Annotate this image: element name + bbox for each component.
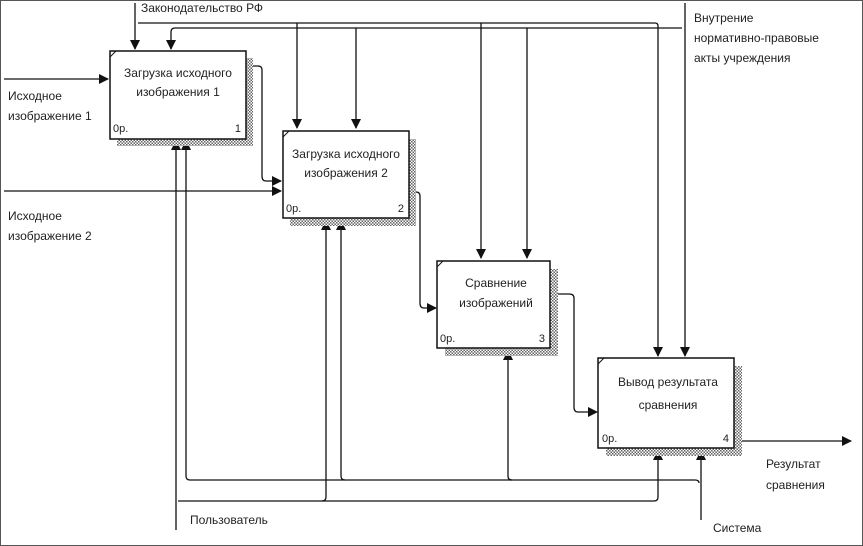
flow-block2-to-block3 — [410, 191, 437, 313]
block-number: 4 — [723, 433, 729, 445]
label-output-result-line-1: Результат — [766, 457, 821, 471]
block-corner-mark — [109, 50, 117, 58]
control-arrow-internal-acts — [166, 3, 690, 357]
label-output-result-line-2: сравнения — [766, 478, 825, 492]
label-control-legislation: Законодательство РФ — [141, 1, 263, 15]
block-box — [436, 260, 551, 349]
block-box — [109, 50, 247, 140]
block-title-line-2: сравнения — [639, 398, 698, 412]
block-title-line-1: Вывод результата — [618, 375, 718, 389]
label-control-internal-acts-line-1: Внутрение — [694, 11, 754, 25]
control-line-legislation-to-block4 — [138, 22, 663, 357]
label-input-image-1-line-1: Исходное — [8, 89, 62, 103]
mechanism-arrow-system — [181, 140, 706, 520]
block-cost: 0р. — [286, 203, 301, 215]
control-arrow-legislation — [130, 3, 663, 357]
block-corner-mark — [436, 260, 444, 268]
block-title-line-2: изображения 1 — [136, 85, 220, 99]
block-corner-mark — [597, 357, 605, 365]
label-control-internal-acts-line-2: нормативно-правовые — [694, 31, 819, 45]
mechanism-line-user-to-block2 — [178, 220, 331, 502]
block-title-line-2: изображений — [459, 296, 533, 310]
control-line-internal-acts-to-block1 — [166, 27, 682, 50]
block-number: 1 — [235, 123, 241, 135]
flow-block3-to-block4 — [551, 293, 598, 417]
activity-block-4[interactable]: Вывод результата сравнения 0р. 4 — [597, 357, 742, 456]
label-input-image-1-line-2: изображение 1 — [8, 109, 92, 123]
block-box — [597, 357, 735, 449]
block-title-line-1: Загрузка исходного — [292, 147, 400, 161]
activity-block-2[interactable]: Загрузка исходного изображения 2 0р. 2 — [282, 130, 416, 226]
block-cost: 0р. — [113, 123, 128, 135]
activity-block-1[interactable]: Загрузка исходного изображения 1 0р. 1 — [109, 50, 253, 146]
label-mechanism-user: Пользователь — [190, 513, 268, 527]
label-mechanism-system: Система — [713, 521, 762, 535]
block-title-line-1: Загрузка исходного — [124, 66, 232, 80]
label-input-image-2-line-2: изображение 2 — [8, 229, 92, 243]
block-cost: 0р. — [602, 433, 617, 445]
mechanism-line-system-to-block2 — [336, 220, 346, 481]
block-number: 3 — [539, 333, 545, 345]
block-number: 2 — [398, 203, 404, 215]
block-corner-mark — [282, 130, 290, 138]
block-title-line-1: Сравнение — [465, 276, 527, 290]
mechanism-arrow-user — [171, 140, 663, 530]
flow-block1-to-block2 — [246, 65, 282, 186]
label-control-internal-acts-line-3: акты учреждения — [694, 51, 791, 65]
block-box — [282, 130, 410, 219]
label-input-image-2-line-1: Исходное — [8, 209, 62, 223]
block-title-line-2: изображения 2 — [304, 166, 388, 180]
mechanism-line-system-to-block3 — [503, 350, 513, 481]
mechanism-line-user-to-block4 — [322, 450, 663, 502]
block-cost: 0р. — [440, 333, 455, 345]
activity-block-3[interactable]: Сравнение изображений 0р. 3 — [436, 260, 558, 356]
mechanism-line-system-to-block1 — [181, 140, 700, 484]
